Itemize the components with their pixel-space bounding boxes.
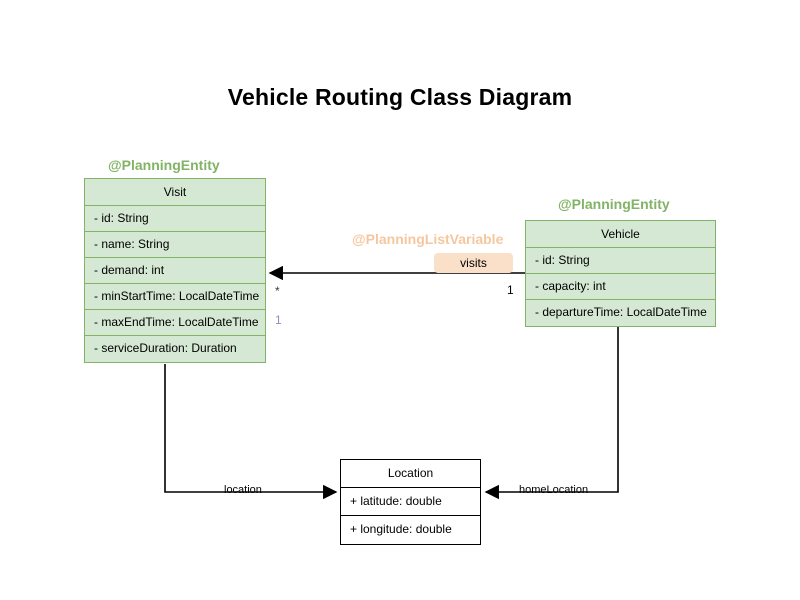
diagram-title: Vehicle Routing Class Diagram [227, 84, 573, 110]
class-attribute: + latitude: double [341, 488, 480, 516]
class-attribute: - id: String [85, 206, 265, 232]
class-attribute: - serviceDuration: Duration [94, 341, 237, 355]
class-attribute: - demand: int [85, 258, 265, 284]
stereotype-vehicle: @PlanningEntity [558, 196, 670, 212]
edge-label-visits: visits [434, 253, 513, 273]
class-box-location[interactable]: Location + latitude: double + longitude:… [340, 459, 481, 545]
edge-vehicle-home-location [484, 322, 619, 500]
class-attribute: - departureTime: LocalDateTime [535, 305, 707, 319]
stereotype-planning-list-variable: @PlanningListVariable [352, 231, 504, 247]
class-attribute: - id: String [526, 248, 715, 274]
edge-label-location: location [224, 484, 262, 496]
stereotype-visit: @PlanningEntity [108, 157, 220, 173]
class-attribute: - maxEndTime: LocalDateTime [85, 310, 265, 336]
class-attribute: + longitude: double [350, 522, 452, 536]
edge-visit-location [164, 364, 338, 500]
class-attribute: - minStartTime: LocalDateTime [85, 284, 265, 310]
edge-label-home-location: homeLocation [519, 484, 589, 496]
multiplicity-visit-location: 1 [275, 313, 282, 327]
class-box-visit[interactable]: Visit - id: String - name: String - dema… [84, 178, 266, 363]
class-name-visit: Visit [85, 179, 265, 206]
class-name-vehicle: Vehicle [526, 221, 715, 248]
class-attribute: - capacity: int [526, 274, 715, 300]
class-attribute: - name: String [85, 232, 265, 258]
class-box-vehicle[interactable]: Vehicle - id: String - capacity: int - d… [525, 220, 716, 327]
multiplicity-visits-source: 1 [507, 283, 514, 297]
multiplicity-visits-target: * [275, 284, 280, 298]
class-name-location: Location [341, 460, 480, 488]
